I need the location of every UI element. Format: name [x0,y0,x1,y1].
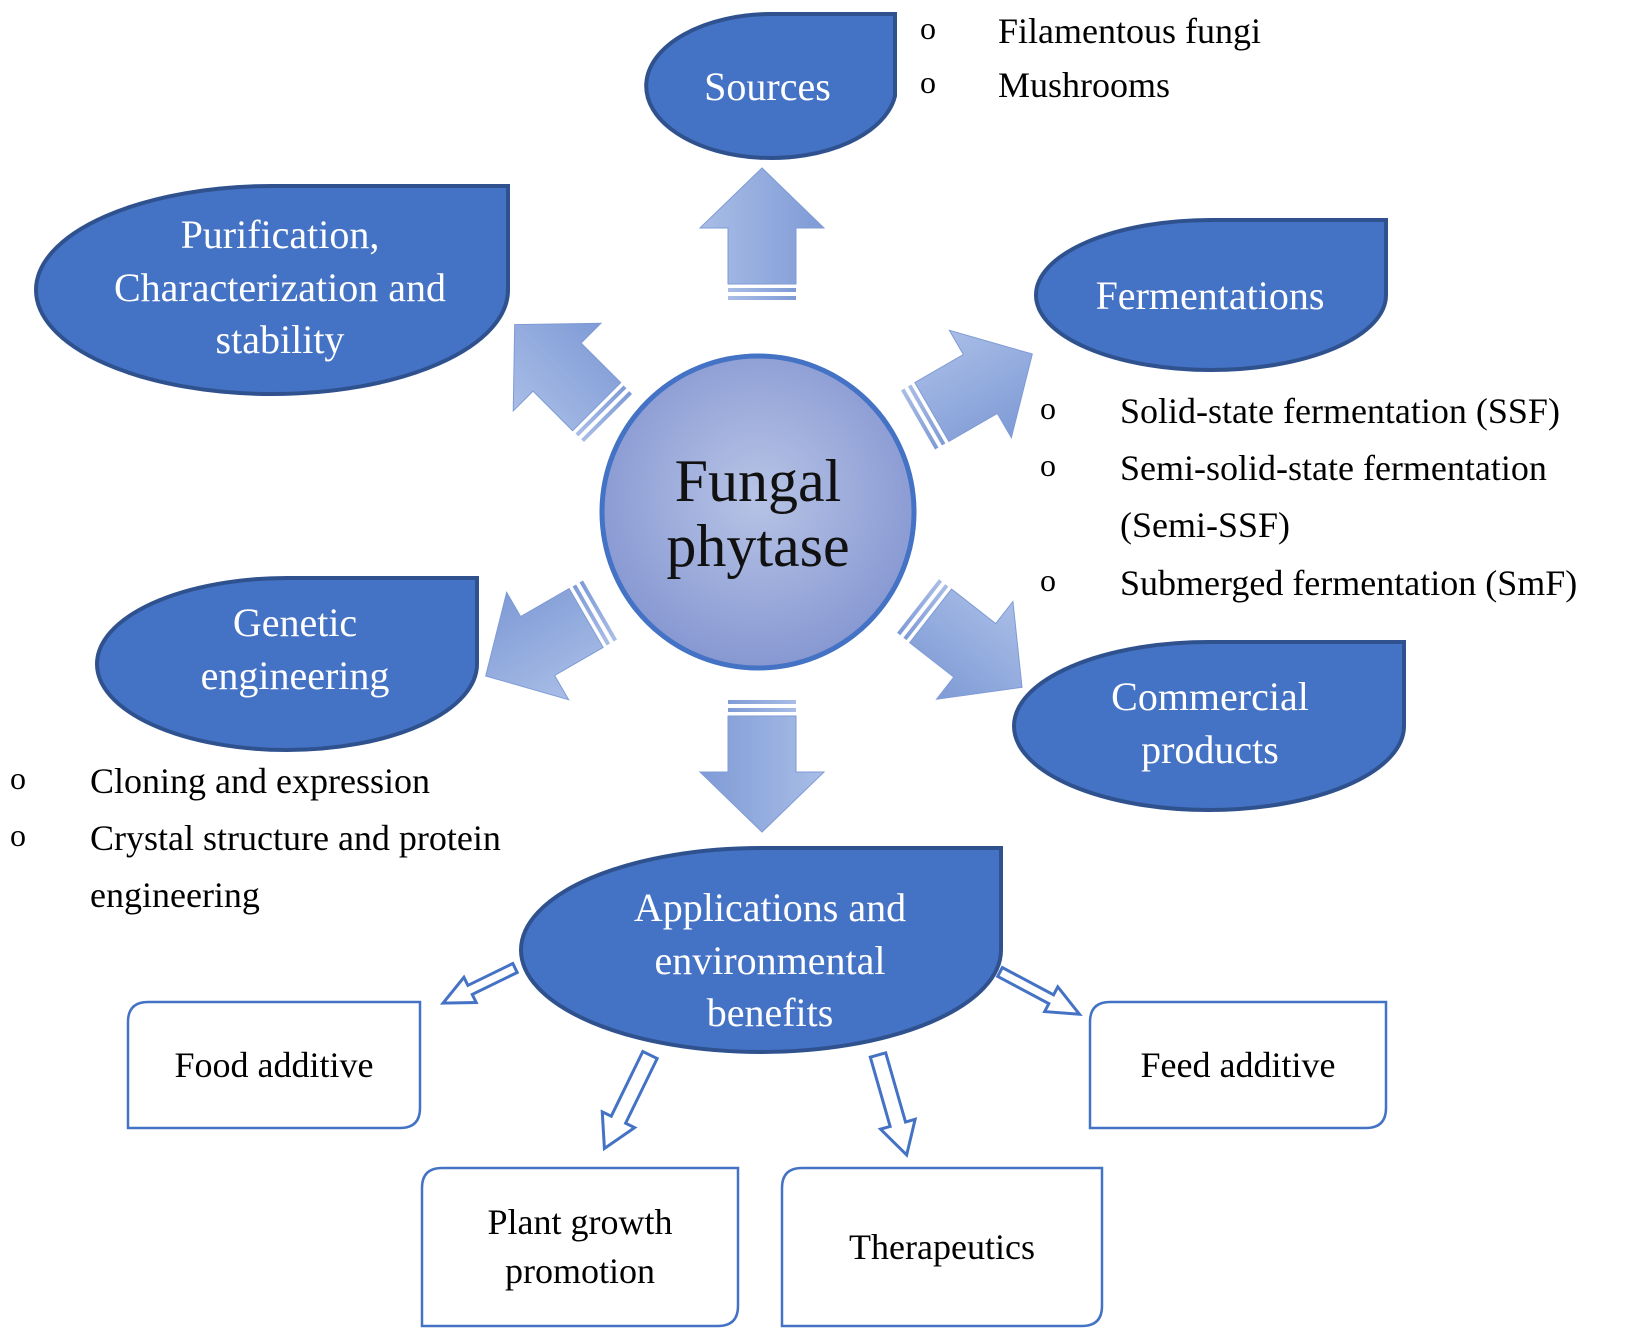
box-food-label: Food additive [128,1002,420,1128]
node-purification-line-1: Purification, [180,211,380,257]
bullet-marker: o [920,64,936,100]
box-therapeutics-line-1: Therapeutics [849,1226,1035,1267]
block-arrow-up [698,167,826,300]
outline-arrow-therapeutics [868,1050,918,1158]
fermentations-item-2: Semi-solid-state fermentation [1120,448,1547,488]
node-commercial-shape [1012,640,1406,812]
block-arrow-down [698,700,826,833]
node-genetic-line-1: Genetic [232,600,358,646]
node-sources-line-1: Sources [704,63,831,109]
box-food-line-1: Food additive [174,1044,374,1085]
genetic-item-1: Cloning and expression [90,761,430,801]
box-feed-line-1: Feed additive [1140,1044,1336,1085]
outline-arrow-food [439,961,520,1005]
genetic-item-2-cont: engineering [90,875,260,915]
fermentations-item-3: Submerged fermentation (SmF) [1120,563,1578,603]
outline-arrow-feed [995,965,1083,1017]
node-commercial-label: Commercial products [1020,662,1400,786]
node-applications-line-2: environmental [654,937,886,983]
node-genetic-line-2: engineering [200,653,390,698]
node-sources-label: Sources [640,50,895,124]
block-arrow-upper-left [512,322,633,443]
block-arrow-lower-left [485,580,617,701]
node-applications-line-1: Applications and [633,884,907,930]
node-purification-label: Purification, Characterization and stabi… [60,196,500,380]
fermentations-item-1: Solid-state fermentation (SSF) [1120,391,1560,431]
node-purification-line-3: stability [215,317,345,363]
node-sources-shape [644,12,897,160]
bullet-marker: o [1040,390,1056,426]
node-purification-line-2: Characterization and [113,264,447,310]
genetic-item-2: Crystal structure and protein [90,818,501,858]
bullet-marker: o [10,817,26,853]
box-plant-line-1: Plant growth [487,1202,673,1243]
outline-arrow-plant [600,1049,660,1152]
sources-item-2: Mushrooms [998,65,1171,105]
node-applications-label: Applications and environmental benefits [540,868,1000,1054]
node-applications-shape [519,846,1003,1054]
node-commercial-line-2: products [1141,727,1279,772]
node-applications-line-3: benefits [706,990,834,1036]
box-plant-shape [420,1166,740,1328]
center-label: Fungal phytase [612,440,904,588]
box-plant-label: Plant growth promotion [422,1168,738,1326]
box-feed-label: Feed additive [1090,1002,1386,1128]
center-circle [599,353,917,671]
node-fermentations-shape [1034,218,1388,372]
bullet-marker: o [1040,562,1056,598]
box-therapeutics-shape [780,1166,1104,1328]
bullet-marker: o [1040,447,1056,483]
node-genetic-label: Genetic engineering [110,590,480,710]
fermentations-item-2-cont: (Semi-SSF) [1120,505,1291,545]
bullet-marker: o [920,10,936,46]
box-plant-line-2: promotion [505,1251,655,1291]
node-commercial-line-1: Commercial [1111,674,1309,720]
node-purification-shape [34,184,510,396]
node-fermentations-line-1: Fermentations [1095,272,1325,318]
bullet-marker: o [10,760,26,796]
node-fermentations-label: Fermentations [1040,256,1380,336]
node-genetic-shape [95,576,479,752]
center-line-1: Fungal [674,448,842,515]
block-arrow-lower-right [897,579,1023,700]
box-therapeutics-label: Therapeutics [782,1168,1102,1326]
box-food-shape [126,1000,422,1130]
center-line-2: phytase [666,513,850,579]
box-feed-shape [1088,1000,1388,1130]
sources-item-1: Filamentous fungi [998,11,1261,51]
block-arrow-upper-right [901,329,1033,450]
